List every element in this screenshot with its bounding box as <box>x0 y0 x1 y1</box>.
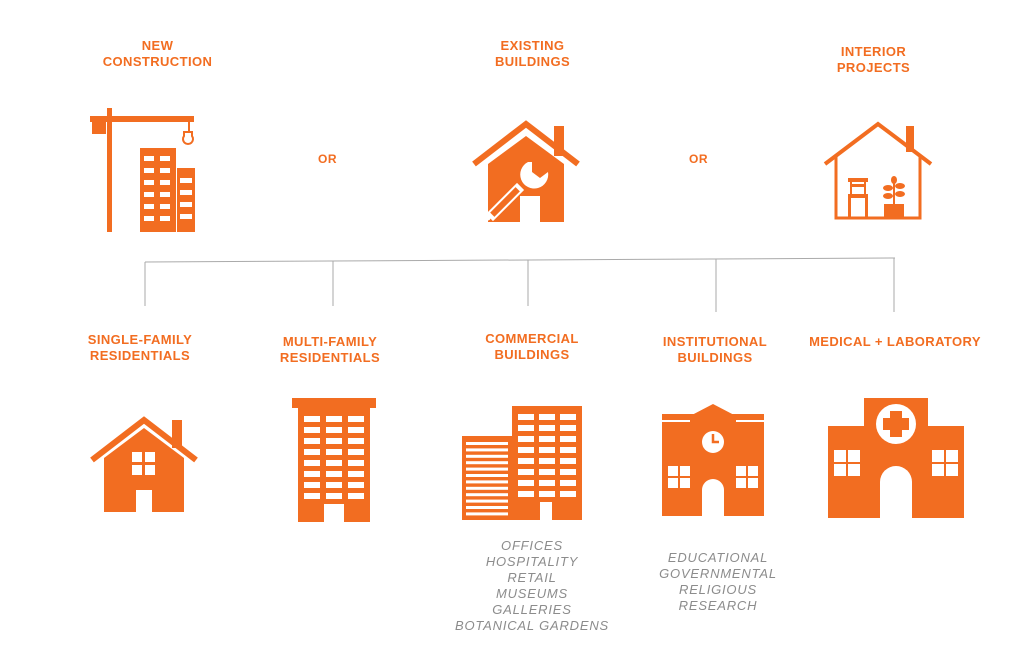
list-item: MUSEUMS <box>495 586 569 601</box>
list-item: GOVERNMENTAL <box>659 566 777 581</box>
label-medical-laboratory: MEDICAL + LABORATORY <box>809 334 981 349</box>
list-item: HOSPITALITY <box>485 554 579 569</box>
list-item: RESEARCH <box>678 598 758 613</box>
list-item: BOTANICAL GARDENS <box>455 618 609 633</box>
list-item: RELIGIOUS <box>679 582 757 597</box>
list-item: GALLERIES <box>492 602 572 617</box>
or-connector-1: OR <box>318 152 337 166</box>
or-connector-2: OR <box>689 152 708 166</box>
hospital-icon <box>828 398 964 518</box>
commercial-examples-list: OFFICES HOSPITALITY RETAIL MUSEUMS GALLE… <box>440 538 624 634</box>
house-icon <box>90 416 198 512</box>
office-towers-icon <box>462 406 582 520</box>
school-building-icon <box>662 404 764 516</box>
list-item: RETAIL <box>507 570 557 585</box>
house-wrench-icon <box>472 120 580 222</box>
construction-crane-icon <box>90 108 195 232</box>
house-interior-icon <box>823 121 933 220</box>
apartment-building-icon <box>292 398 376 522</box>
institutional-examples-list: EDUCATIONAL GOVERNMENTAL RELIGIOUS RESEA… <box>636 550 800 614</box>
list-item: OFFICES <box>501 538 563 553</box>
list-item: EDUCATIONAL <box>667 550 769 565</box>
